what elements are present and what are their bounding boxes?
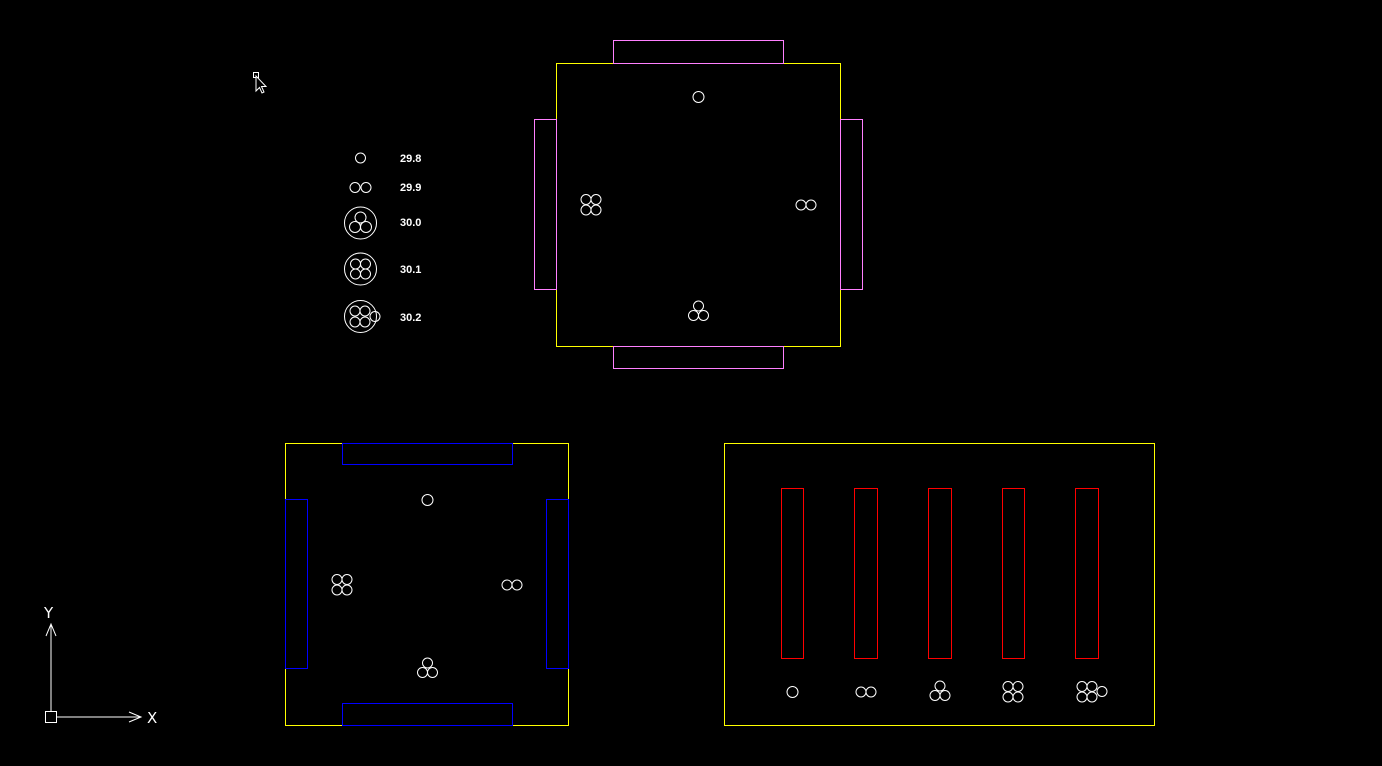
legend-label-1[interactable]: 29.8 <box>400 153 421 165</box>
br-hole-3[interactable] <box>929 680 951 701</box>
legend-symbol-4[interactable] <box>344 252 377 286</box>
legend-symbol-1[interactable] <box>355 152 366 164</box>
legend-symbol-3[interactable] <box>344 206 377 240</box>
blue-tab-right[interactable] <box>546 499 569 669</box>
bottom-right-view[interactable] <box>724 443 1155 726</box>
bottom-left-view[interactable] <box>285 443 569 726</box>
bottom-right-outline[interactable] <box>724 443 1155 726</box>
top-tab-right[interactable] <box>840 119 863 290</box>
top-view-outline[interactable] <box>556 63 841 347</box>
ucs-origin-square <box>45 711 57 723</box>
top-hole-quad[interactable] <box>580 194 602 216</box>
br-hole-4[interactable] <box>1002 681 1024 703</box>
blue-tab-left[interactable] <box>285 499 308 669</box>
ucs-x-label: X <box>147 709 157 727</box>
bl-hole-double[interactable] <box>501 579 523 591</box>
ucs-y-label: Y <box>43 604 54 622</box>
red-slot-3[interactable] <box>928 488 952 659</box>
legend <box>344 152 381 333</box>
top-hole-single[interactable] <box>692 91 705 103</box>
bl-hole-quad[interactable] <box>331 574 353 596</box>
red-slot-4[interactable] <box>1002 488 1025 659</box>
legend-label-4[interactable]: 30.1 <box>400 264 421 276</box>
top-hole-double[interactable] <box>795 199 817 211</box>
top-tab-left[interactable] <box>534 119 557 290</box>
br-hole-2[interactable] <box>855 686 877 698</box>
bl-hole-triple[interactable] <box>417 657 438 678</box>
red-slot-1[interactable] <box>781 488 804 659</box>
legend-label-3[interactable]: 30.0 <box>400 217 421 229</box>
red-slot-5[interactable] <box>1075 488 1099 659</box>
legend-label-2[interactable]: 29.9 <box>400 182 421 194</box>
top-tab-upper[interactable] <box>613 40 784 64</box>
red-slot-2[interactable] <box>854 488 878 659</box>
top-tab-lower[interactable] <box>613 346 784 369</box>
bottom-left-outline[interactable] <box>285 443 569 726</box>
bl-hole-single[interactable] <box>421 494 434 506</box>
br-hole-1[interactable] <box>786 686 799 698</box>
top-hole-triple[interactable] <box>688 300 709 321</box>
ucs-icon <box>45 622 143 723</box>
legend-labels: 29.8 29.9 30.0 30.1 30.2 <box>400 153 421 324</box>
blue-tab-bottom[interactable] <box>342 703 513 726</box>
top-view[interactable] <box>534 40 863 369</box>
br-hole-5[interactable] <box>1076 681 1108 703</box>
legend-label-5[interactable]: 30.2 <box>400 312 421 324</box>
blue-tab-top[interactable] <box>342 443 513 465</box>
cursor-icon <box>253 72 268 94</box>
legend-symbol-5[interactable] <box>344 300 381 333</box>
legend-symbol-2[interactable] <box>349 182 372 193</box>
